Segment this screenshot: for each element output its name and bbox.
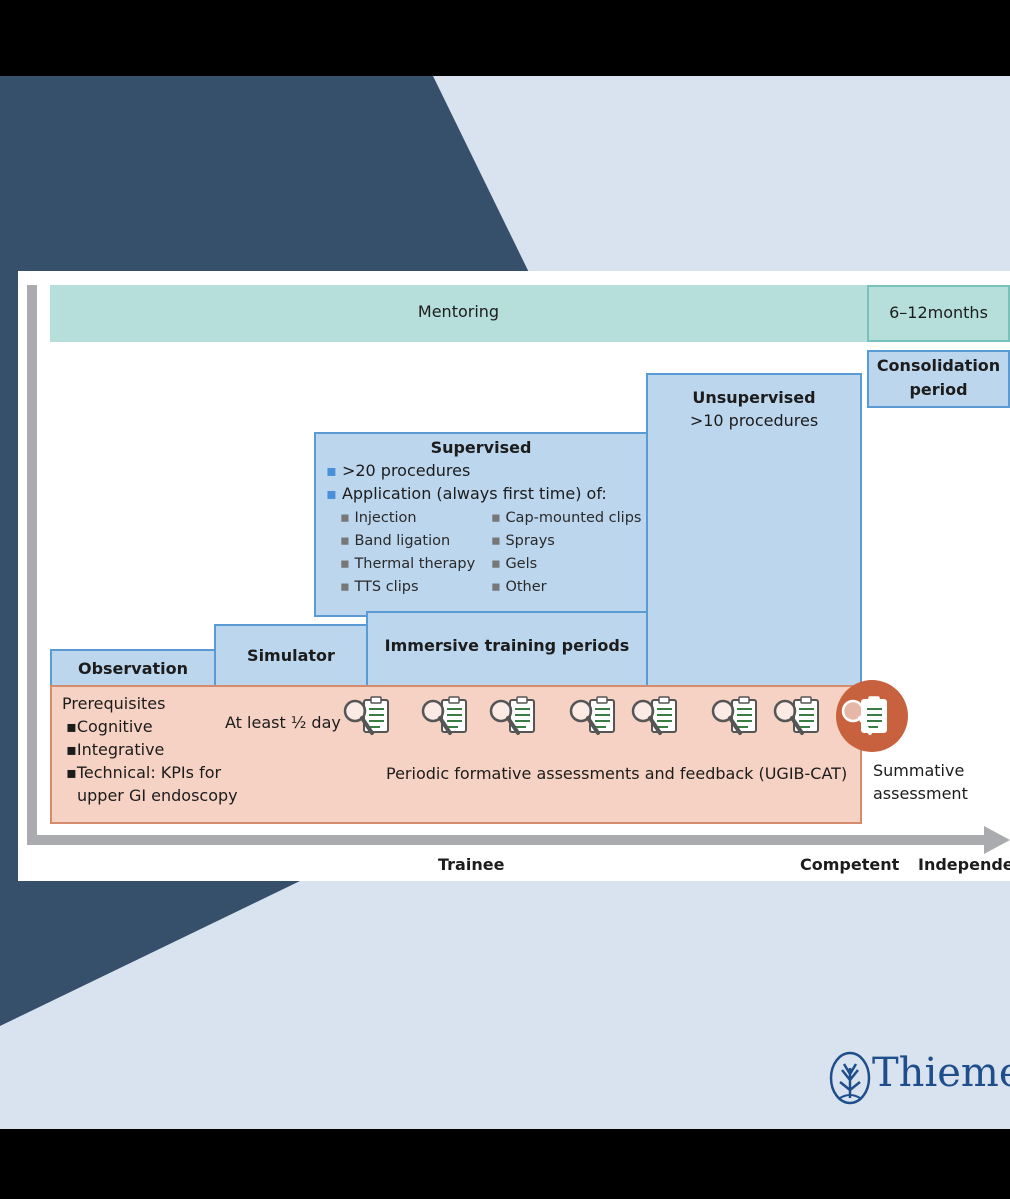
simulator-label: Simulator [247,646,335,665]
magnifier-clipboard-icon [343,696,389,735]
brand-name: Thieme [872,1050,1010,1096]
magnifier-clipboard-icon [489,696,535,735]
method-item: ▪ TTS clips [340,579,419,595]
prereq-item: ▪Technical: KPIs for [66,763,222,782]
prereq-item: upper GI endoscopy [77,786,238,805]
supervised-box: Supervised ▪ >20 procedures ▪ Applicatio… [314,432,648,617]
unsupervised-box: Unsupervised >10 procedures [646,373,862,693]
supervised-bullet-1: ▪ >20 procedures [326,461,471,480]
training-pathway-diagram: Mentoring 6–12months Consolidation perio… [18,271,1010,881]
method-item: ▪ Other [491,579,547,595]
supervised-bullet-2: ▪ Application (always first time) of: [326,484,607,503]
method-item: ▪ Gels [491,556,538,572]
axis-label-independent: Independent [918,855,1010,874]
prereq-item: ▪Cognitive [66,717,153,736]
prereq-title: Prerequisites [62,694,166,713]
consolidation-line1: Consolidation [876,356,1001,375]
consolidation-box: Consolidation period [867,350,1010,408]
magnifier-clipboard-icon [421,696,467,735]
axis-lines [27,285,1010,854]
consolidation-line2: period [909,380,968,399]
magnifier-clipboard-icon [841,696,887,735]
mentoring-label: Mentoring [417,302,500,321]
summative-line1: Summative [873,761,965,780]
thieme-tree-logo [829,1051,871,1105]
axis-label-competent: Competent [800,855,900,874]
magnifier-clipboard-icon [773,696,819,735]
observation-label: Observation [77,659,189,678]
method-item: ▪ Injection [340,510,417,526]
months-box: 6–12months [867,285,1010,342]
magnifier-clipboard-icon [569,696,615,735]
immersive-box: Immersive training periods [366,611,648,693]
summative-line2: assessment [873,784,968,803]
supervised-title: Supervised [430,438,532,457]
unsupervised-title: Unsupervised [692,388,816,407]
method-item: ▪ Cap-mounted clips [491,510,642,526]
half-day-label: At least ½ day [225,713,341,732]
immersive-label: Immersive training periods [384,636,630,655]
axis-label-trainee: Trainee [438,855,505,874]
method-item: ▪ Thermal therapy [340,556,476,572]
periodic-assessment-label: Periodic formative assessments and feedb… [386,764,848,783]
prereq-item: ▪Integrative [66,740,165,759]
unsupervised-count: >10 procedures [689,411,819,430]
simulator-box: Simulator [214,624,368,693]
mentoring-band: Mentoring [50,285,867,342]
months-label: 6–12months [889,303,988,322]
magnifier-clipboard-icon [711,696,757,735]
magnifier-clipboard-icon [631,696,677,735]
method-item: ▪ Band ligation [340,533,451,549]
method-item: ▪ Sprays [491,533,555,549]
